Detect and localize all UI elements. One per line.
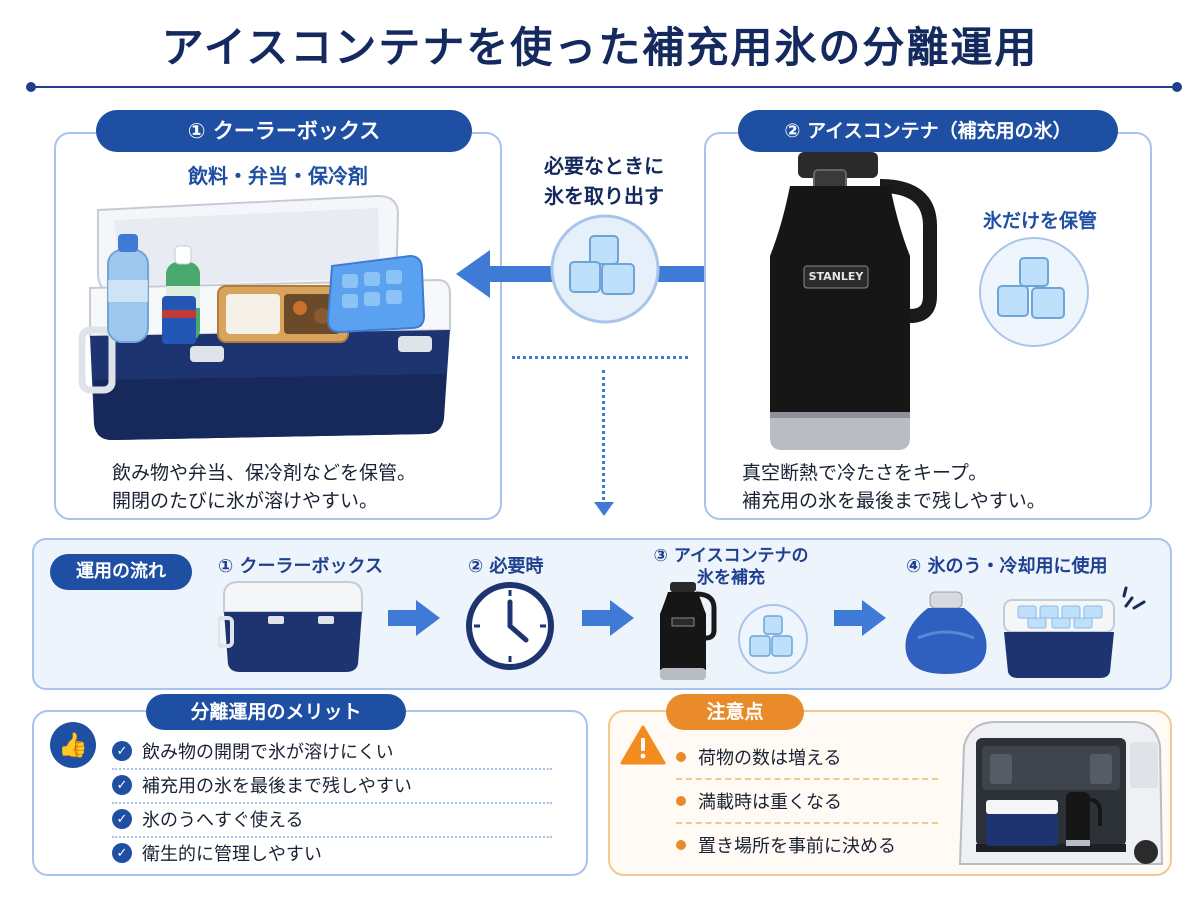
middle-label-line1: 必要なときに [544,154,664,178]
merit-item: ✓ 氷のうへすぐ使える [112,806,303,832]
check-icon: ✓ [112,775,132,795]
middle-label-line2: 氷を取り出す [544,184,664,208]
caution-bullet [676,796,686,806]
flow-step-1-label: ① クーラーボックス [218,556,383,577]
car-trunk-illustration [958,721,1164,865]
merit-divider [112,802,552,804]
caution-item: 置き場所を事前に決める [676,832,896,858]
flow-arrow-stem [388,610,418,626]
flow-arrow-3 [834,600,886,636]
flow-arrow-1 [388,600,440,636]
merit-item: ✓ 補充用の氷を最後まで残しやすい [112,772,412,798]
flow-arrow-2 [582,600,634,636]
caution-divider [676,822,938,824]
merit-item: ✓ 衛生的に管理しやすい [112,840,322,866]
container-badge: ② アイスコンテナ（補充用の氷） [738,110,1118,152]
merit-item-text: 飲み物の開閉で氷が溶けにくい [142,742,394,763]
ice-cubes-small-icon [738,604,808,674]
cooler-badge: ① クーラーボックス [96,110,472,152]
merit-item: ✓ 飲み物の開閉で氷が溶けにくい [112,738,394,764]
container-caption-line2: 補充用の氷を最後まで残しやすい。 [742,490,1046,512]
flow-arrow-head [862,600,886,636]
stanley-brand-label: STANLEY [808,270,864,283]
stanley-growler-illustration [770,152,937,450]
arrow-head [456,250,490,298]
flow-step-3-label-line2: 氷を補充 [697,568,765,588]
title-divider [26,82,1182,92]
container-side-label: 氷だけを保管 [982,210,1097,232]
ice-cubes-icon [550,214,660,324]
caution-bullet [676,840,686,850]
flow-arrow-stem [582,610,612,626]
merits-badge: 分離運用のメリット [146,694,406,730]
merit-divider [112,768,552,770]
check-icon: ✓ [112,843,132,863]
cooler-box-small-icon [218,581,363,672]
caution-divider [676,778,938,780]
flow-arrow-stem [834,610,864,626]
container-caption-line1: 真空断熱で冷たさをキープ。 [742,462,988,484]
flow-arrow-head [416,600,440,636]
flow-step-4-label: ④ 氷のう・冷却用に使用 [906,556,1108,577]
dotted-connector-horizontal [512,356,688,359]
page-title: アイスコンテナを使った補充用氷の分離運用 [161,23,1039,72]
check-icon: ✓ [112,809,132,829]
ice-cubes-icon-right [979,237,1089,347]
ice-bag-icon [905,591,987,674]
caution-item-text: 置き場所を事前に決める [698,836,896,857]
dotted-connector-vertical [602,370,605,500]
merit-item-text: 補充用の氷を最後まで残しやすい [142,776,412,797]
flow-step-2-label: ② 必要時 [468,556,544,577]
growler-small-icon [660,582,717,680]
cooler-subtitle: 飲料・弁当・保冷剤 [188,164,368,188]
merit-item-text: 衛生的に管理しやすい [142,844,322,865]
flow-badge: 運用の流れ [50,554,192,590]
sparkle-lines-icon [1122,586,1146,610]
flow-step-3-label-line1: ③ アイスコンテナの [653,546,809,566]
caution-bullet [676,752,686,762]
caution-item-text: 荷物の数は増える [698,748,842,769]
clock-icon [466,582,554,670]
caution-item: 満載時は重くなる [676,788,842,814]
cooler-box-illustration [78,194,451,440]
merit-divider [112,836,552,838]
cooler-caption-line1: 飲み物や弁当、保冷剤などを保管。 [112,462,417,484]
dotted-connector-arrowhead [594,502,614,516]
warning-triangle-icon [620,725,666,765]
cautions-badge: 注意点 [666,694,804,730]
merit-item-text: 氷のうへすぐ使える [142,810,304,831]
cooler-caption-line2: 開閉のたびに氷が溶けやすい。 [112,490,379,512]
flow-arrow-head [610,600,634,636]
small-cooler-with-ice-icon [1003,599,1115,678]
check-icon: ✓ [112,741,132,761]
caution-item-text: 満載時は重くなる [698,792,842,813]
thumbs-up-icon: 👍 [50,722,96,768]
caution-item: 荷物の数は増える [676,744,841,770]
